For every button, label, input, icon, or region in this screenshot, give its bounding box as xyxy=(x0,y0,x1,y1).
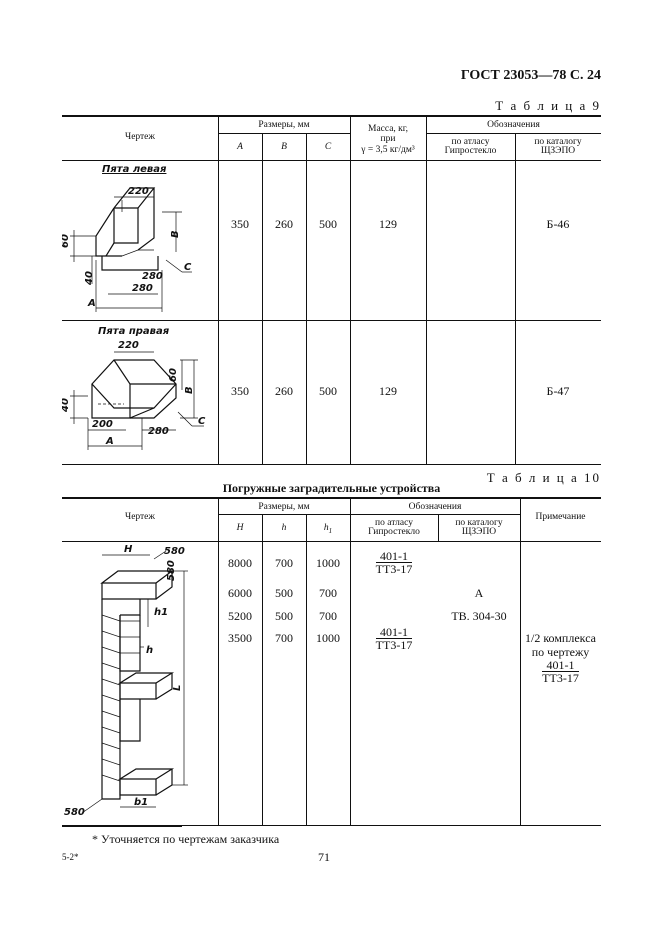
drawing3-dim-bottom-left: 580 xyxy=(64,807,85,818)
drawing1-dim-B: B xyxy=(170,230,181,238)
table10-row1-h1: 1000 xyxy=(316,556,340,570)
table10-row4-H: 3500 xyxy=(228,631,252,645)
drawing1-caption: Пята левая xyxy=(102,164,167,175)
drawing2-dim-A: A xyxy=(105,436,114,447)
drawing-barrier: H 580 580 h1 xyxy=(64,544,188,818)
page-number: 71 xyxy=(318,850,330,864)
table9-row1-catalog: Б-46 xyxy=(546,217,570,231)
table10-header-catalog-2: ЩЗЭПО xyxy=(461,527,497,537)
drawing1-dim-mid: 280 xyxy=(142,271,163,282)
table10-label: Т а б л и ц а 10 xyxy=(486,470,601,485)
drawing1-dim-top: 220 xyxy=(128,186,149,197)
table9-header-C: C xyxy=(324,142,332,152)
table9-row2-A: 350 xyxy=(231,384,249,398)
drawing3-dim-b1: b1 xyxy=(134,797,148,808)
drawing2-dim-br: 280 xyxy=(148,426,169,437)
table10-header-atlas-1: по атласу xyxy=(375,518,413,528)
table10-header-h1: h1 xyxy=(323,523,333,535)
drawing2-dim-B: B xyxy=(184,386,195,394)
table10-row3-h1: 700 xyxy=(319,609,337,623)
drawing2-caption: Пята правая xyxy=(98,326,170,337)
table10-header-catalog-1: по каталогу xyxy=(455,518,503,528)
table9-row2-B: 260 xyxy=(275,384,293,398)
table10-row1-H: 8000 xyxy=(228,556,252,570)
table9-header-atlas-2: Гипростекло xyxy=(444,146,497,156)
table9-row1-B: 260 xyxy=(275,217,293,231)
table10-header-H: H xyxy=(236,523,244,533)
table9-header-catalog-2: ЩЗЭПО xyxy=(540,146,576,156)
drawing3-dim-h: h xyxy=(146,645,153,656)
table9-row1-A: 350 xyxy=(231,217,249,231)
drawing3-dim-L: L xyxy=(172,685,183,691)
table10-header-drawing: Чертеж xyxy=(125,512,155,522)
drawing2-dim-C: C xyxy=(198,416,206,427)
table9-header-catalog-1: по каталогу xyxy=(534,137,582,147)
table10-row2-h1: 700 xyxy=(319,586,337,600)
table9-row2-mass: 129 xyxy=(379,384,397,398)
table10-row3-catalog: ТВ. 304-30 xyxy=(451,609,507,623)
page-header-title: ГОСТ 23053—78 С. 24 xyxy=(460,68,601,83)
table10-row2-H: 6000 xyxy=(228,586,252,600)
table10-row1-h: 700 xyxy=(275,556,293,570)
table9-header-mass-2: при xyxy=(380,134,396,144)
drawing1-dim-left: 60 xyxy=(62,234,71,248)
drawing1-dim-A: A xyxy=(87,298,96,309)
table9-row2-C: 500 xyxy=(319,384,337,398)
table9-header-A: A xyxy=(237,142,243,152)
drawing2-dim-bl: 200 xyxy=(92,419,113,430)
table10-row4-h: 700 xyxy=(275,631,293,645)
drawing1-dim-C: C xyxy=(184,262,192,273)
table9-row2-catalog: Б-47 xyxy=(546,384,570,398)
table10-row4-h1: 1000 xyxy=(316,631,340,645)
table9-row1-mass: 129 xyxy=(379,217,397,231)
table10-row2-h: 500 xyxy=(275,586,293,600)
drawing2-dim-left: 40 xyxy=(62,398,71,413)
table10-row3-H: 5200 xyxy=(228,609,252,623)
table9-label: Т а б л и ц а 9 xyxy=(495,98,601,113)
table9-header-dimensions: Размеры, мм xyxy=(258,120,310,130)
drawing1-dim-low: 40 xyxy=(84,271,95,286)
table10-row2-catalog: А xyxy=(474,586,484,600)
table10-row3-h: 500 xyxy=(275,609,293,623)
drawing3-dim-H: H xyxy=(124,544,133,555)
footnote: * Уточняется по чертежам заказчика xyxy=(92,832,280,846)
drawing2-dim-top: 220 xyxy=(118,340,139,351)
table9-header-designations: Обозначения xyxy=(487,120,540,130)
drawing-heel-left: Пята левая 220 B 60 40 280 280 A C xyxy=(62,164,192,312)
table10-subtitle: Погружные заградительные устройства xyxy=(222,481,441,495)
table9-header-mass-3: γ = 3,5 кг/дм³ xyxy=(361,145,415,155)
table9-header-drawing: Чертеж xyxy=(125,132,155,142)
table9-header-B: B xyxy=(281,142,287,152)
drawing3-dim-top-right: 580 xyxy=(164,546,185,557)
table9-row1-C: 500 xyxy=(319,217,337,231)
table10-header-h: h xyxy=(281,523,287,533)
drawing1-dim-bottom: 280 xyxy=(132,283,153,294)
drawing3-dim-h1: h1 xyxy=(154,607,168,618)
table9-header-atlas-1: по атласу xyxy=(451,137,490,147)
drawing-heel-right: Пята правая 220 60 B 40 200 280 A C xyxy=(62,326,206,450)
table10-header-dimensions: Размеры, мм xyxy=(258,502,310,512)
table10-header-atlas-2: Гипростекло xyxy=(368,527,420,537)
table9-header-mass-1: Масса, кг, xyxy=(368,124,408,134)
table10-header-designations: Обозначения xyxy=(408,502,462,512)
drawing2-dim-right: 60 xyxy=(168,368,179,382)
table10-header-note: Примечание xyxy=(535,512,586,522)
footer-left-mark: 5-2* xyxy=(62,852,79,862)
